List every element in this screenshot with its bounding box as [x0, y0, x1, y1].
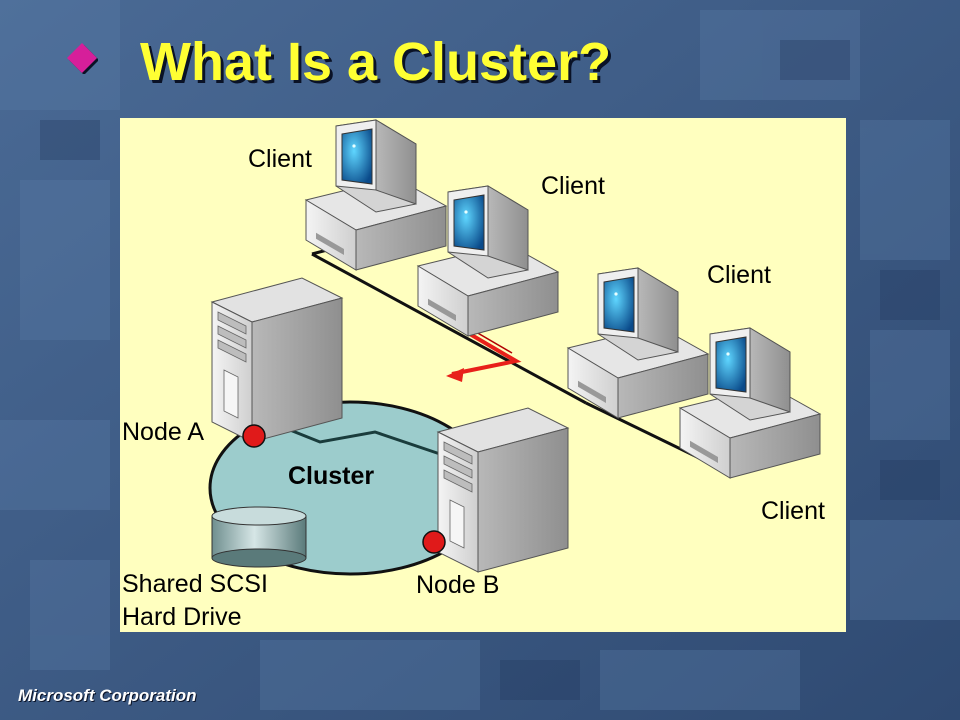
shared-drive-label-line1: Shared SCSI	[122, 570, 268, 598]
slide-title: What Is a Cluster?	[140, 32, 612, 92]
diamond-bullet-icon	[67, 43, 98, 74]
node-a-label: Node A	[122, 418, 205, 446]
cluster-heartbeat-link	[289, 428, 441, 456]
cluster-label: Cluster	[288, 462, 375, 490]
node-a-server	[211, 277, 343, 443]
client-label-4: Client	[761, 497, 825, 525]
client-label-3: Client	[707, 261, 771, 289]
diagram-canvas	[208, 119, 821, 576]
node-b-server	[437, 407, 569, 573]
footer-company: Microsoft Corporation	[18, 686, 197, 705]
shared-drive-label-line2: Hard Drive	[122, 603, 242, 631]
shared-disk-icon	[211, 506, 307, 568]
cluster-diagram: Client Client Client Client Node A Node …	[120, 118, 846, 632]
client-label-2: Client	[541, 172, 605, 200]
node-a-connector	[242, 424, 266, 448]
slide-title-area: What Is a Cluster?	[0, 30, 960, 100]
client-computer-3	[567, 267, 709, 419]
client-computer-1	[305, 119, 447, 271]
client-label-1: Client	[248, 145, 312, 173]
node-b-connector	[422, 530, 446, 554]
node-b-label: Node B	[416, 571, 500, 599]
